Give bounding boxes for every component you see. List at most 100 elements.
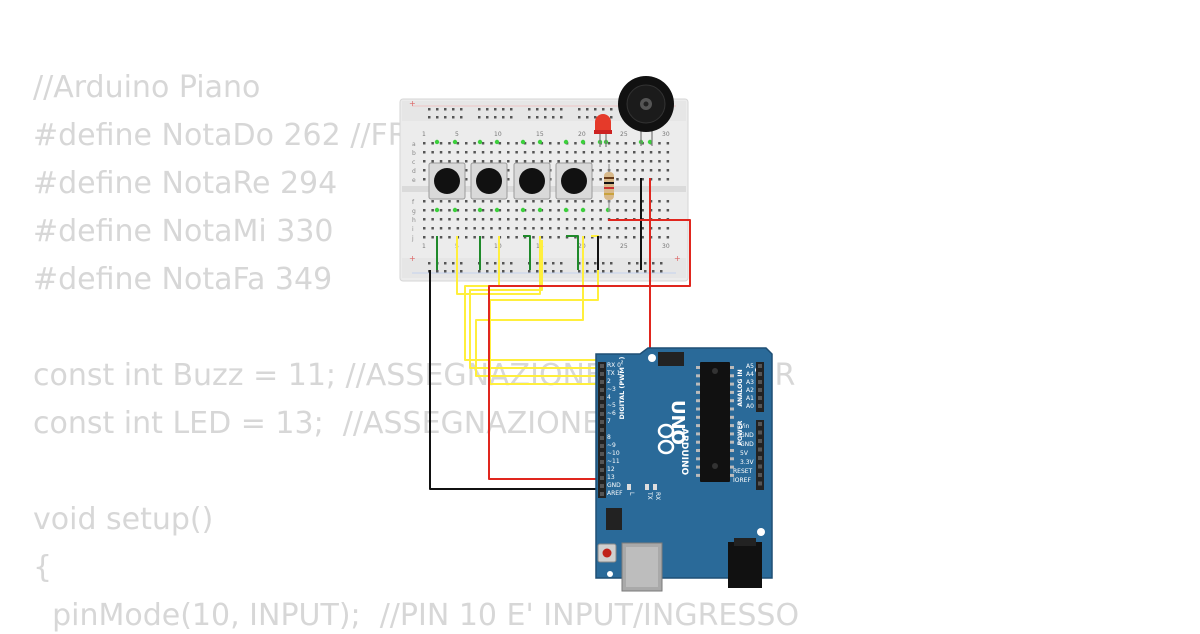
bb-row-letter: g xyxy=(412,208,416,215)
pin-label: RESET xyxy=(733,468,753,475)
green-jumpers xyxy=(436,235,579,270)
pin-label: 8 xyxy=(607,434,611,441)
rail-plus-icon: + xyxy=(409,99,416,108)
buzzer[interactable] xyxy=(618,76,674,146)
black-wires xyxy=(429,178,642,490)
code-line: #define NotaMi 330 xyxy=(33,214,334,249)
reset-button[interactable] xyxy=(597,543,617,563)
arduino-logo-icon xyxy=(657,423,675,455)
pin-label: ~5 xyxy=(607,402,616,409)
pin-label: A1 xyxy=(746,395,754,402)
code-line: { xyxy=(33,550,53,585)
pin-label: GND xyxy=(740,432,754,439)
bb-col-number: 25 xyxy=(620,131,628,138)
pin-label: A4 xyxy=(746,371,754,378)
rail-plus-icon: + xyxy=(409,254,416,263)
pin-label: IOREF xyxy=(733,477,751,484)
atmega-chip xyxy=(700,362,730,482)
pin-label: ~9 xyxy=(607,442,616,449)
pin-label: Vin xyxy=(740,423,750,430)
analog-pin-labels: A5 A4 A3 A2 A1 A0 xyxy=(746,363,754,410)
tx-led xyxy=(645,484,649,490)
power-header[interactable] xyxy=(756,420,764,490)
right-header-pins xyxy=(758,364,762,486)
code-line: //Arduino Piano xyxy=(33,70,261,105)
pin-label: 3.3V xyxy=(740,459,755,466)
l-led-label: L xyxy=(628,492,635,496)
bb-col-number: 20 xyxy=(578,131,586,138)
icsp-header-2 xyxy=(606,508,622,530)
code-line: pinMode(10, INPUT); //PIN 10 E' INPUT/IN… xyxy=(33,598,800,633)
bb-col-number: 15 xyxy=(536,131,544,138)
bb-row-letter: j xyxy=(411,235,414,242)
bb-row-letter: b xyxy=(412,150,416,157)
code-line: const int Buzz = 11; //ASSEGNAZIONE PIN … xyxy=(33,358,796,393)
board-model-label: UNO xyxy=(667,400,688,445)
bb-col-number: 1 xyxy=(422,243,426,250)
push-button-2[interactable] xyxy=(470,162,508,200)
pin-label: 7 xyxy=(607,418,611,425)
power-label: POWER xyxy=(737,420,744,445)
pin-label: A5 xyxy=(746,363,754,370)
pin-label: TX 1 xyxy=(606,370,621,377)
code-line: #define NotaDo 262 //FR xyxy=(33,118,409,153)
mounting-hole xyxy=(757,528,765,536)
yellow-wires xyxy=(456,235,600,385)
rail-plus-icon: + xyxy=(674,254,681,263)
board-brand-label: ARDUINO xyxy=(679,428,689,476)
pin-label: 12 xyxy=(607,466,615,473)
pin-label: A2 xyxy=(746,387,754,394)
pin-label: ~11 xyxy=(607,458,620,465)
mounting-hole xyxy=(607,571,613,577)
pin-label: ~10 xyxy=(607,450,620,457)
power-pin-labels: Vin GND GND 5V 3.3V RESET IOREF xyxy=(733,423,755,484)
digital-label: DIGITAL (PWM ~) xyxy=(618,356,626,419)
code-line: #define NotaRe 294 xyxy=(33,166,338,201)
pin-label: 5V xyxy=(740,450,749,457)
l-led xyxy=(627,484,631,490)
resistor[interactable] xyxy=(604,164,614,212)
bb-col-number: 5 xyxy=(455,131,459,138)
push-button-1[interactable] xyxy=(428,162,466,200)
pin-label: ~6 xyxy=(607,410,616,417)
pin-label: ~3 xyxy=(607,386,616,393)
bb-col-number: 30 xyxy=(662,243,670,250)
power-jack xyxy=(728,542,762,588)
digital-header-pins xyxy=(600,364,604,496)
rx-label: RX xyxy=(654,492,661,500)
bb-row-letter: d xyxy=(412,168,416,175)
bb-col-number: 25 xyxy=(620,243,628,250)
pin-label: RX 0 xyxy=(607,362,621,369)
bb-col-number: 10 xyxy=(494,243,502,250)
power-rail-bottom xyxy=(402,258,686,278)
pin-label: 13 xyxy=(607,474,615,481)
pin-label: A0 xyxy=(746,403,754,410)
mounting-hole xyxy=(648,354,656,362)
push-button-4[interactable] xyxy=(555,162,593,200)
pin-label: GND xyxy=(607,482,621,489)
bb-col-number: 20 xyxy=(578,243,586,250)
tx-label: TX xyxy=(646,491,653,500)
bb-col-number: 1 xyxy=(422,131,426,138)
bb-col-number: 10 xyxy=(494,131,502,138)
bb-row-letter: h xyxy=(412,217,416,224)
pin-label: A3 xyxy=(746,379,754,386)
rx-led xyxy=(653,484,657,490)
icsp-header xyxy=(658,352,684,366)
analog-label: ANALOG IN xyxy=(737,369,744,406)
code-line: void setup() xyxy=(33,502,214,537)
push-button-3[interactable] xyxy=(513,162,551,200)
bb-row-letter: a xyxy=(412,141,416,148)
arduino-uno-board[interactable]: UNO ARDUINO DIGITAL (PWM ~) ANALOG IN PO… xyxy=(595,347,773,592)
digital-pin-labels: RX 0 TX 1 2 ~3 4 ~5 ~6 7 8 ~9 ~10 ~11 12… xyxy=(606,362,623,497)
code-line: const int LED = 13; //ASSEGNAZIONE xyxy=(33,406,602,441)
analog-header[interactable] xyxy=(756,362,764,412)
red-led[interactable] xyxy=(594,114,612,147)
bb-row-letter: i xyxy=(412,226,414,233)
bb-row-letter: f xyxy=(412,199,415,206)
bb-col-number: 30 xyxy=(662,131,670,138)
pin-label: AREF xyxy=(607,490,623,497)
pin-label: 4 xyxy=(607,394,611,401)
